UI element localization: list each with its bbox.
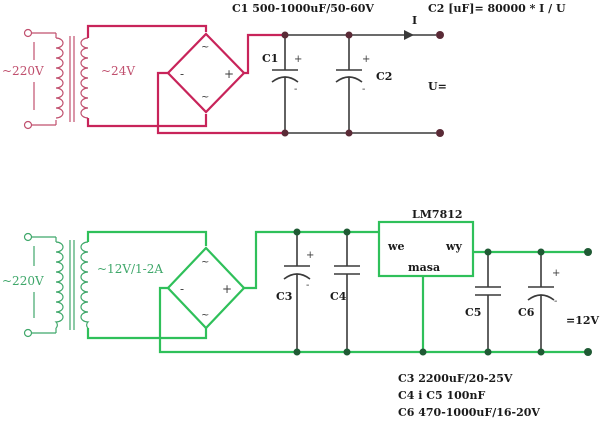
top-bridge-ac-1: ~ — [201, 42, 209, 53]
c2-plus: + — [362, 54, 370, 65]
bottom-junction — [484, 348, 492, 356]
top-input-terminal-2 — [23, 120, 33, 130]
bottom-junction — [293, 348, 301, 356]
bottom-junction — [293, 228, 301, 236]
bottom-junction — [484, 248, 492, 256]
c1-rating-note: C1 500-1000uF/50-60V — [232, 2, 374, 15]
bottom-bridge-ac-2: ~ — [201, 310, 209, 321]
top-output-label: U= — [428, 80, 447, 93]
bottom-input-terminal-2 — [23, 328, 33, 338]
component-notes: C3 2200uF/20-25V C4 i C5 100nF C6 470-10… — [398, 372, 540, 419]
bottom-bridge-ac-1: ~ — [201, 257, 209, 268]
c4-label: C4 — [330, 290, 347, 303]
capacitor-c6 — [527, 252, 555, 352]
bottom-junction — [343, 228, 351, 236]
top-input-leads — [32, 32, 57, 126]
bottom-output-label: =12V — [566, 314, 600, 327]
top-input-label: ~220V — [2, 64, 44, 78]
note-c4-c5: C4 i C5 100nF — [398, 389, 485, 402]
capacitor-c1 — [271, 35, 299, 133]
c3-plus: + — [306, 250, 314, 261]
c3-label: C3 — [276, 290, 292, 303]
note-c6: C6 470-1000uF/16-20V — [398, 406, 540, 419]
regulator-gnd-label: masa — [408, 261, 440, 274]
bottom-primary-coil — [54, 241, 64, 329]
note-c3: C3 2200uF/20-25V — [398, 372, 513, 385]
top-junction — [345, 129, 353, 137]
c2-minus: - — [362, 84, 365, 95]
top-bridge-minus: - — [180, 67, 184, 81]
c1-minus: - — [294, 84, 297, 95]
c6-minus: - — [554, 296, 557, 307]
bottom-bridge-rectifier: ~ ~ + - — [166, 246, 246, 330]
bottom-output-terminal-plus — [584, 248, 592, 256]
top-output-terminal-plus — [436, 31, 444, 39]
c6-plus: + — [552, 268, 560, 279]
c1-plus: + — [294, 54, 302, 65]
top-junction — [281, 31, 289, 39]
capacitor-c5 — [475, 252, 501, 352]
bottom-secondary-coil — [80, 241, 90, 329]
bottom-junction — [537, 248, 545, 256]
c1-label: C1 — [262, 52, 278, 65]
top-output-terminal-minus — [436, 129, 444, 137]
top-bridge-outputs — [156, 33, 285, 135]
bottom-bridge-minus: - — [180, 282, 184, 296]
bottom-circuit: ~220V ~12V/1-2A ~ ~ + - LM7812 — [2, 208, 600, 356]
bottom-junction — [537, 348, 545, 356]
bottom-input-leads — [32, 236, 57, 334]
bottom-input-label: ~220V — [2, 274, 44, 288]
bottom-secondary-wires — [86, 230, 208, 340]
bottom-bridge-plus: + — [222, 282, 232, 296]
regulator-out-label: wy — [445, 240, 462, 253]
bottom-junction — [343, 348, 351, 356]
c2-label: C2 — [376, 70, 392, 83]
top-transformer-core — [69, 36, 75, 122]
capacitor-c2 — [335, 35, 363, 133]
c6-label: C6 — [518, 306, 535, 319]
bottom-secondary-label: ~12V/1-2A — [97, 262, 163, 276]
current-label: I — [412, 14, 417, 27]
capacitor-c4 — [334, 232, 360, 352]
c2-formula: C2 [uF]= 80000 * I / U — [428, 2, 566, 15]
top-bridge-rectifier: ~ ~ + - — [166, 32, 246, 114]
current-arrow-icon — [404, 30, 414, 40]
top-secondary-label: ~24V — [101, 64, 135, 78]
c3-minus: - — [306, 280, 309, 291]
top-primary-coil — [55, 37, 64, 119]
top-junction — [281, 129, 289, 137]
bottom-output-terminal-minus — [584, 348, 592, 356]
c5-label: C5 — [465, 306, 481, 319]
bottom-junction — [419, 348, 427, 356]
top-secondary-wires — [86, 24, 208, 128]
bottom-transformer-core — [69, 240, 75, 330]
regulator-name: LM7812 — [412, 208, 463, 221]
regulator-in-label: we — [387, 240, 404, 253]
top-bridge-ac-2: ~ — [201, 92, 209, 103]
top-junction — [345, 31, 353, 39]
top-secondary-coil — [80, 37, 89, 119]
lm7812-regulator: LM7812 we wy masa — [377, 208, 475, 278]
top-bridge-plus: + — [224, 67, 234, 81]
bottom-input-terminal-1 — [23, 232, 33, 242]
top-rails — [285, 34, 436, 134]
top-input-terminal-1 — [23, 28, 33, 38]
top-circuit: ~220V ~24V ~ ~ + - — [2, 2, 566, 137]
capacitor-c3 — [283, 232, 311, 352]
